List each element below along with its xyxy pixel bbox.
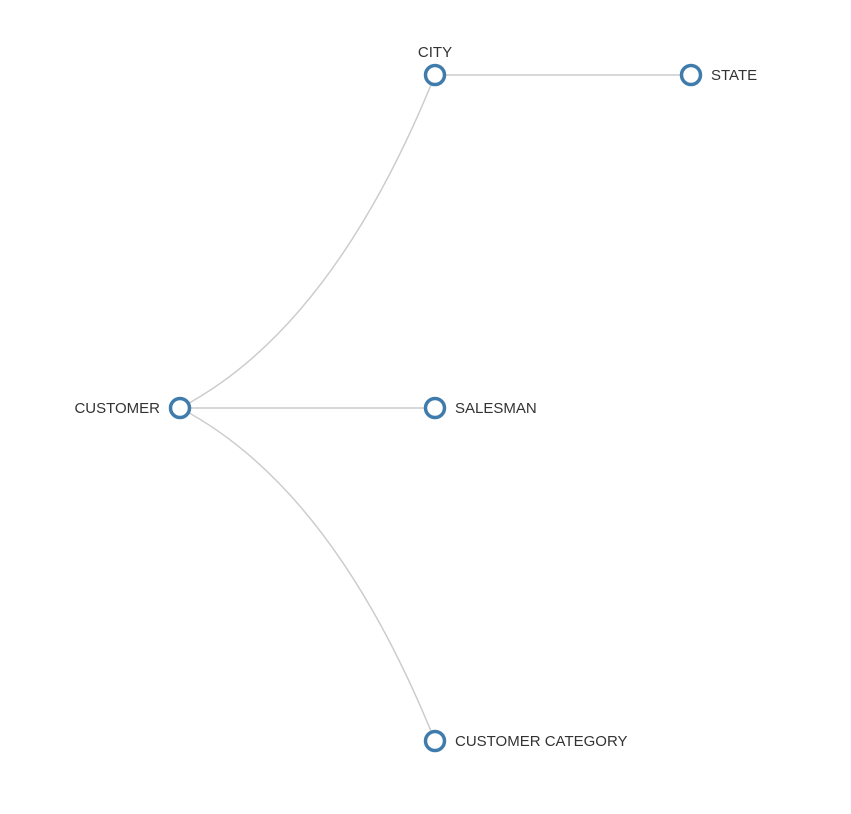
node-circle-customer-category[interactable] bbox=[423, 729, 447, 753]
nodes-layer: CUSTOMER CITY STATE SALESMAN CUSTOMER CATEGO… bbox=[74, 44, 757, 753]
node-label-customer-category: CUSTOMER CATEGORY bbox=[455, 733, 628, 750]
tree-node-salesman: SALESMAN bbox=[423, 396, 537, 420]
tree-node-customer: CUSTOMER bbox=[74, 396, 192, 420]
link-customer-city bbox=[179, 74, 436, 409]
node-circle-state[interactable] bbox=[679, 63, 703, 87]
node-label-customer: CUSTOMER bbox=[74, 400, 160, 417]
tree-node-city: CITY bbox=[418, 44, 452, 87]
node-label-state: STATE bbox=[711, 67, 757, 84]
link-customer-customer-category bbox=[179, 407, 436, 742]
node-circle-customer[interactable] bbox=[168, 396, 192, 420]
node-label-salesman: SALESMAN bbox=[455, 400, 537, 417]
node-circle-city[interactable] bbox=[423, 63, 447, 87]
node-circle-salesman[interactable] bbox=[423, 396, 447, 420]
links-layer bbox=[179, 74, 691, 742]
tree-node-state: STATE bbox=[679, 63, 757, 87]
tree-node-customer-category: CUSTOMER CATEGORY bbox=[423, 729, 628, 753]
node-label-city: CITY bbox=[418, 44, 452, 61]
